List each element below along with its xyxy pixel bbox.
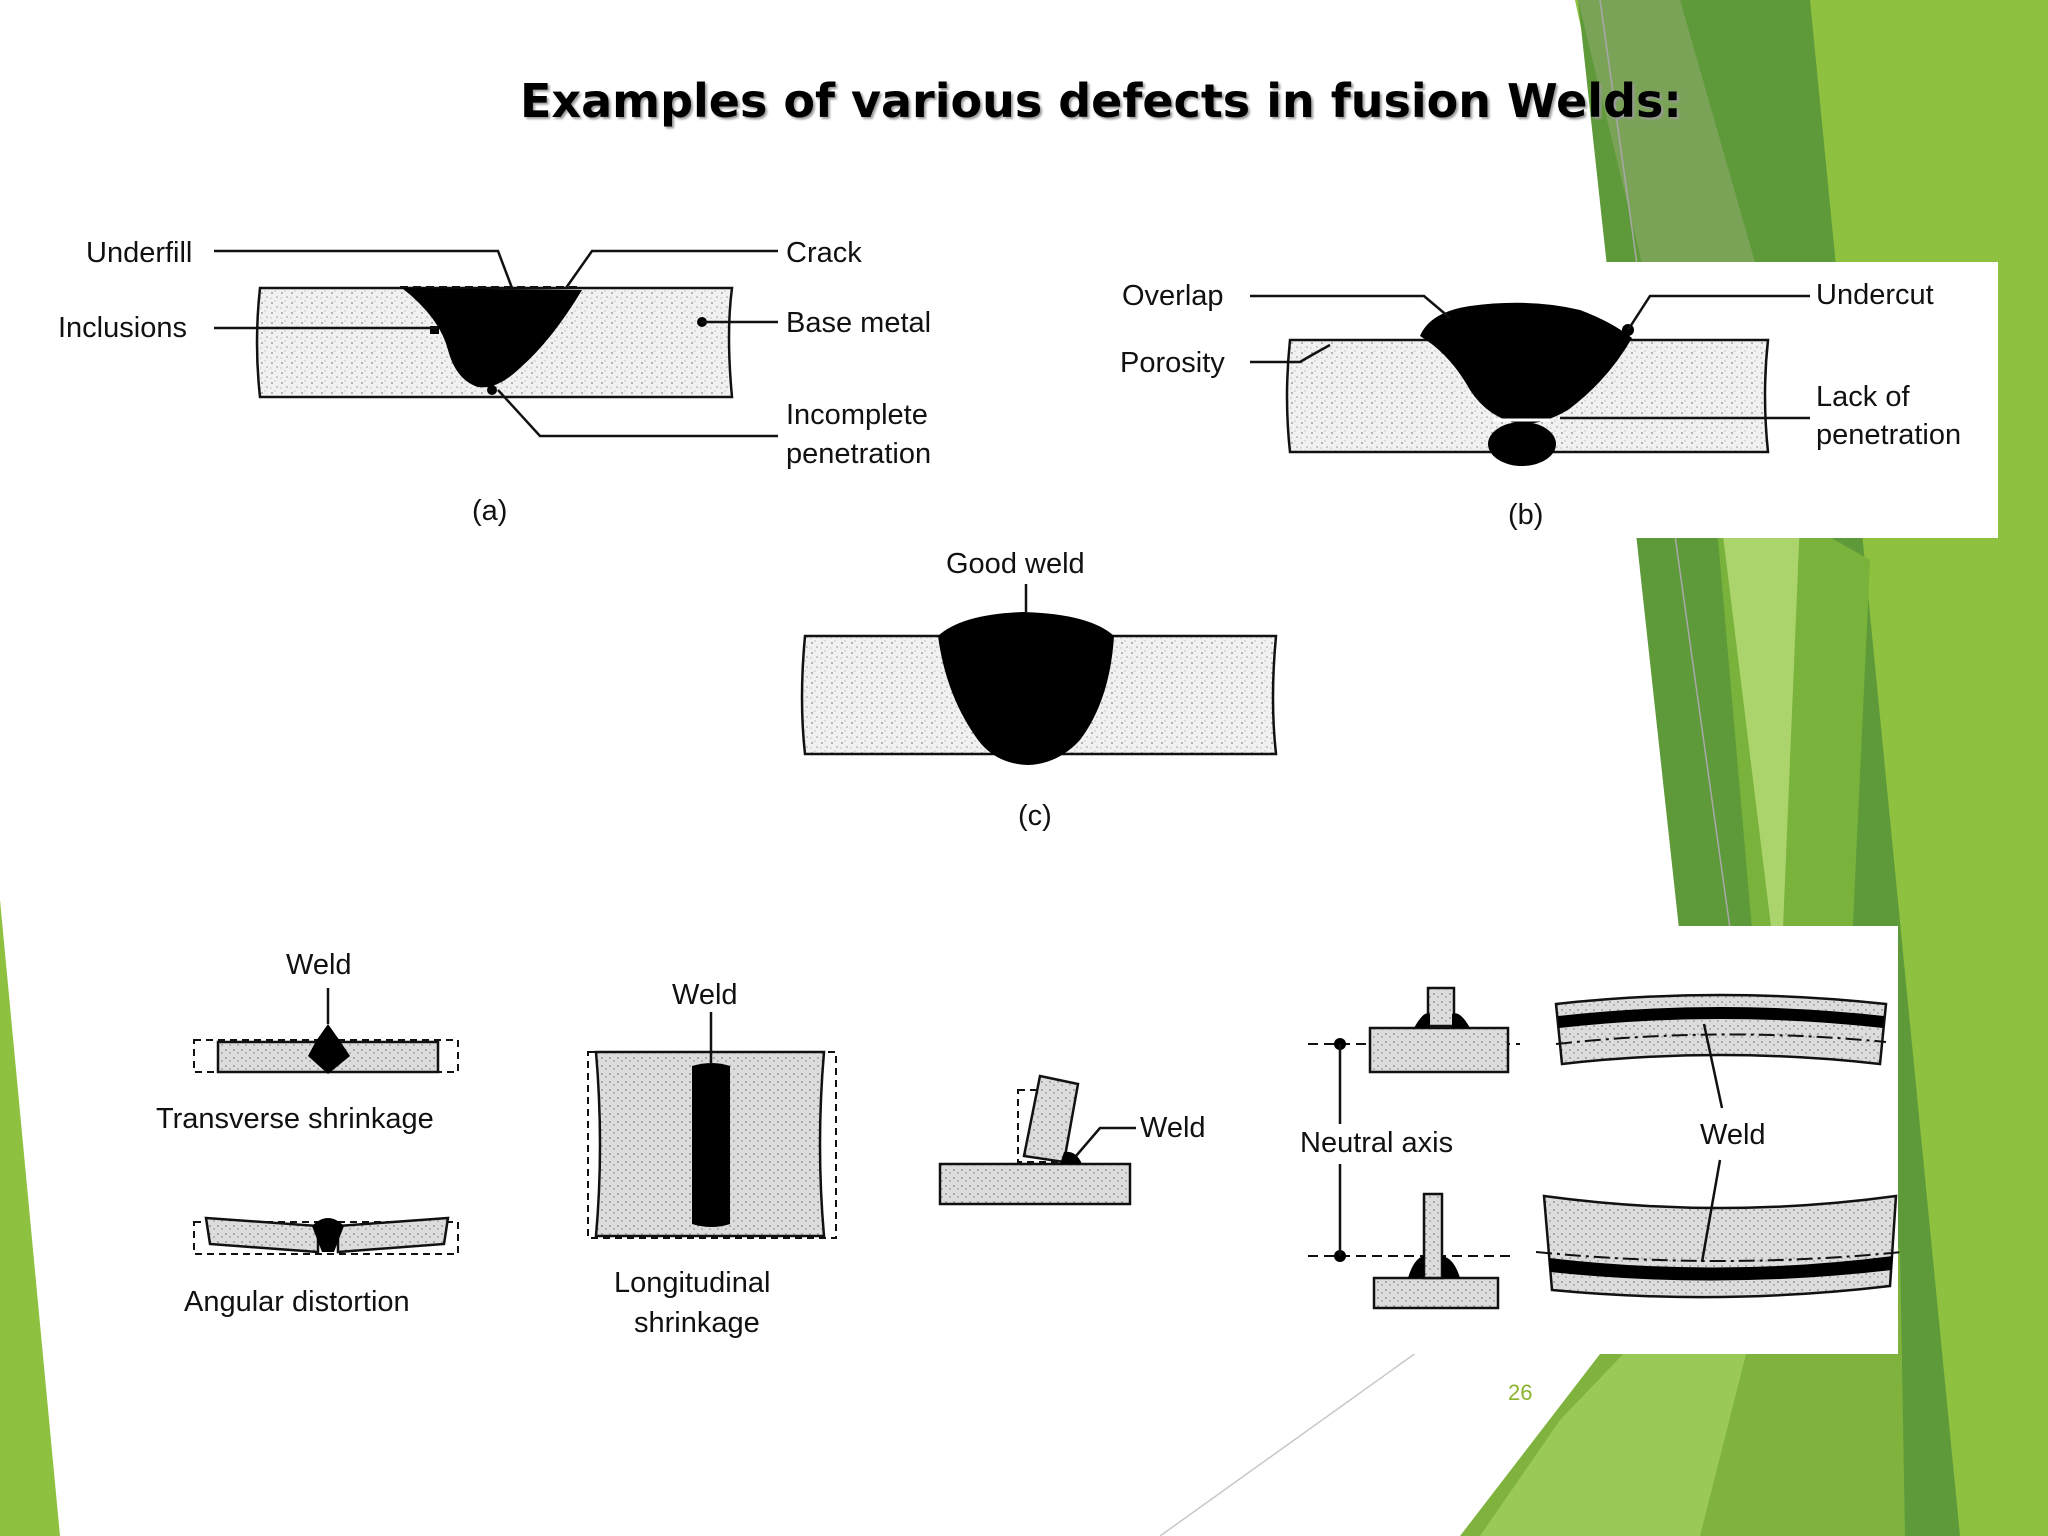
- label-weld-longitudinal: Weld: [672, 979, 738, 1011]
- figure-b: Overlap Porosity Undercut Lack of penetr…: [1120, 279, 1961, 531]
- label-overlap: Overlap: [1122, 280, 1224, 312]
- label-lack-of-penetration-1: Lack of: [1816, 381, 1910, 413]
- neutral-axis-figure: Neutral axis Weld: [1300, 986, 1903, 1310]
- label-longitudinal-2: shrinkage: [634, 1307, 760, 1339]
- angular-distortion-figure: Angular distortion: [184, 1216, 459, 1318]
- label-lack-of-penetration-2: penetration: [1816, 419, 1961, 451]
- label-longitudinal-1: Longitudinal: [614, 1267, 770, 1299]
- tee-joint-figure: Weld: [938, 1074, 1206, 1206]
- label-incomplete-penetration-2: penetration: [786, 438, 931, 470]
- longitudinal-shrinkage-figure: Weld Longitudinal shrinkage: [587, 979, 837, 1339]
- page-number: 26: [1508, 1380, 1533, 1405]
- label-weld-bent: Weld: [1700, 1119, 1766, 1151]
- label-transverse-shrinkage: Transverse shrinkage: [156, 1103, 434, 1135]
- label-crack: Crack: [786, 237, 862, 269]
- label-weld-transverse: Weld: [286, 949, 352, 981]
- figure-c: Good weld (c): [800, 548, 1278, 832]
- label-underfill: Underfill: [86, 237, 192, 269]
- figure-a: Underfill Inclusions Crack Base metal In…: [58, 237, 931, 527]
- caption-c: (c): [1018, 800, 1052, 832]
- label-weld-tee: Weld: [1140, 1112, 1206, 1144]
- label-good-weld: Good weld: [946, 548, 1085, 580]
- label-incomplete-penetration-1: Incomplete: [786, 399, 928, 431]
- label-undercut: Undercut: [1816, 279, 1934, 311]
- caption-a: (a): [472, 495, 507, 527]
- caption-b: (b): [1508, 499, 1543, 531]
- label-base-metal: Base metal: [786, 307, 931, 339]
- label-neutral-axis: Neutral axis: [1300, 1127, 1453, 1159]
- slide-title: Examples of various defects in fusion We…: [520, 74, 1682, 128]
- label-porosity: Porosity: [1120, 347, 1225, 379]
- label-inclusions: Inclusions: [58, 312, 187, 344]
- transverse-shrinkage-figure: Weld Transverse shrinkage: [156, 949, 459, 1135]
- label-angular-distortion: Angular distortion: [184, 1286, 410, 1318]
